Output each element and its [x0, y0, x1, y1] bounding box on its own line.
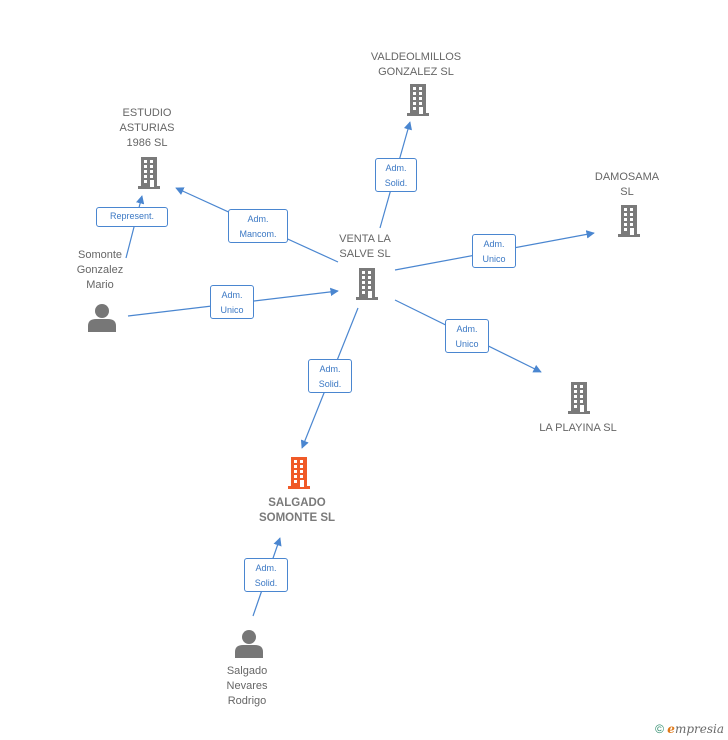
- edge-label-venta-to-playina[interactable]: Adm. Unico: [445, 319, 489, 353]
- edge-label-venta-to-valdeolmillos[interactable]: Adm. Solid.: [375, 158, 417, 192]
- edge-label-venta-to-estudio[interactable]: Adm. Mancom.: [228, 209, 288, 243]
- edge-label-venta-to-damosama[interactable]: Adm. Unico: [472, 234, 516, 268]
- building-icon-estudio[interactable]: [138, 157, 160, 189]
- brand-logo: empresia: [667, 722, 724, 736]
- copyright-symbol: ©: [655, 722, 664, 736]
- node-label-damosama[interactable]: DAMOSAMA SL: [594, 171, 660, 198]
- edge-label-somonte-to-estudio[interactable]: Represent.: [96, 207, 168, 227]
- building-icon-playina[interactable]: [568, 382, 590, 414]
- building-icon-venta[interactable]: [356, 268, 378, 300]
- edge-label-venta-to-salgado_sl[interactable]: Adm. Solid.: [308, 359, 352, 393]
- node-label-estudio[interactable]: ESTUDIO ASTURIAS 1986 SL: [119, 107, 175, 149]
- edge-label-salgado_p-to-salgado_sl[interactable]: Adm. Solid.: [244, 558, 288, 592]
- building-icon-salgado_sl[interactable]: [288, 457, 310, 489]
- person-icon-somonte[interactable]: [88, 304, 116, 332]
- edge-somonte-to-estudio: [125, 195, 145, 259]
- person-icon-salgado_p[interactable]: [235, 630, 263, 658]
- node-label-salgado_p[interactable]: Salgado Nevares Rodrigo: [226, 665, 268, 707]
- building-icon-valdeolmillos[interactable]: [407, 84, 429, 116]
- edges-layer: [125, 121, 595, 617]
- node-label-somonte[interactable]: Somonte Gonzalez Mario: [76, 249, 124, 291]
- icons-layer: [88, 84, 640, 658]
- node-label-salgado_sl[interactable]: SALGADO SOMONTE SL: [258, 497, 336, 524]
- footer-brand: © empresia: [655, 722, 724, 736]
- node-label-playina[interactable]: LA PLAYINA SL: [539, 422, 617, 434]
- node-label-valdeolmillos[interactable]: VALDEOLMILLOS GONZALEZ SL: [370, 51, 462, 78]
- building-icon-damosama[interactable]: [618, 205, 640, 237]
- edge-label-somonte-to-venta[interactable]: Adm. Unico: [210, 285, 254, 319]
- node-label-venta[interactable]: VENTA LA SALVE SL: [339, 233, 391, 260]
